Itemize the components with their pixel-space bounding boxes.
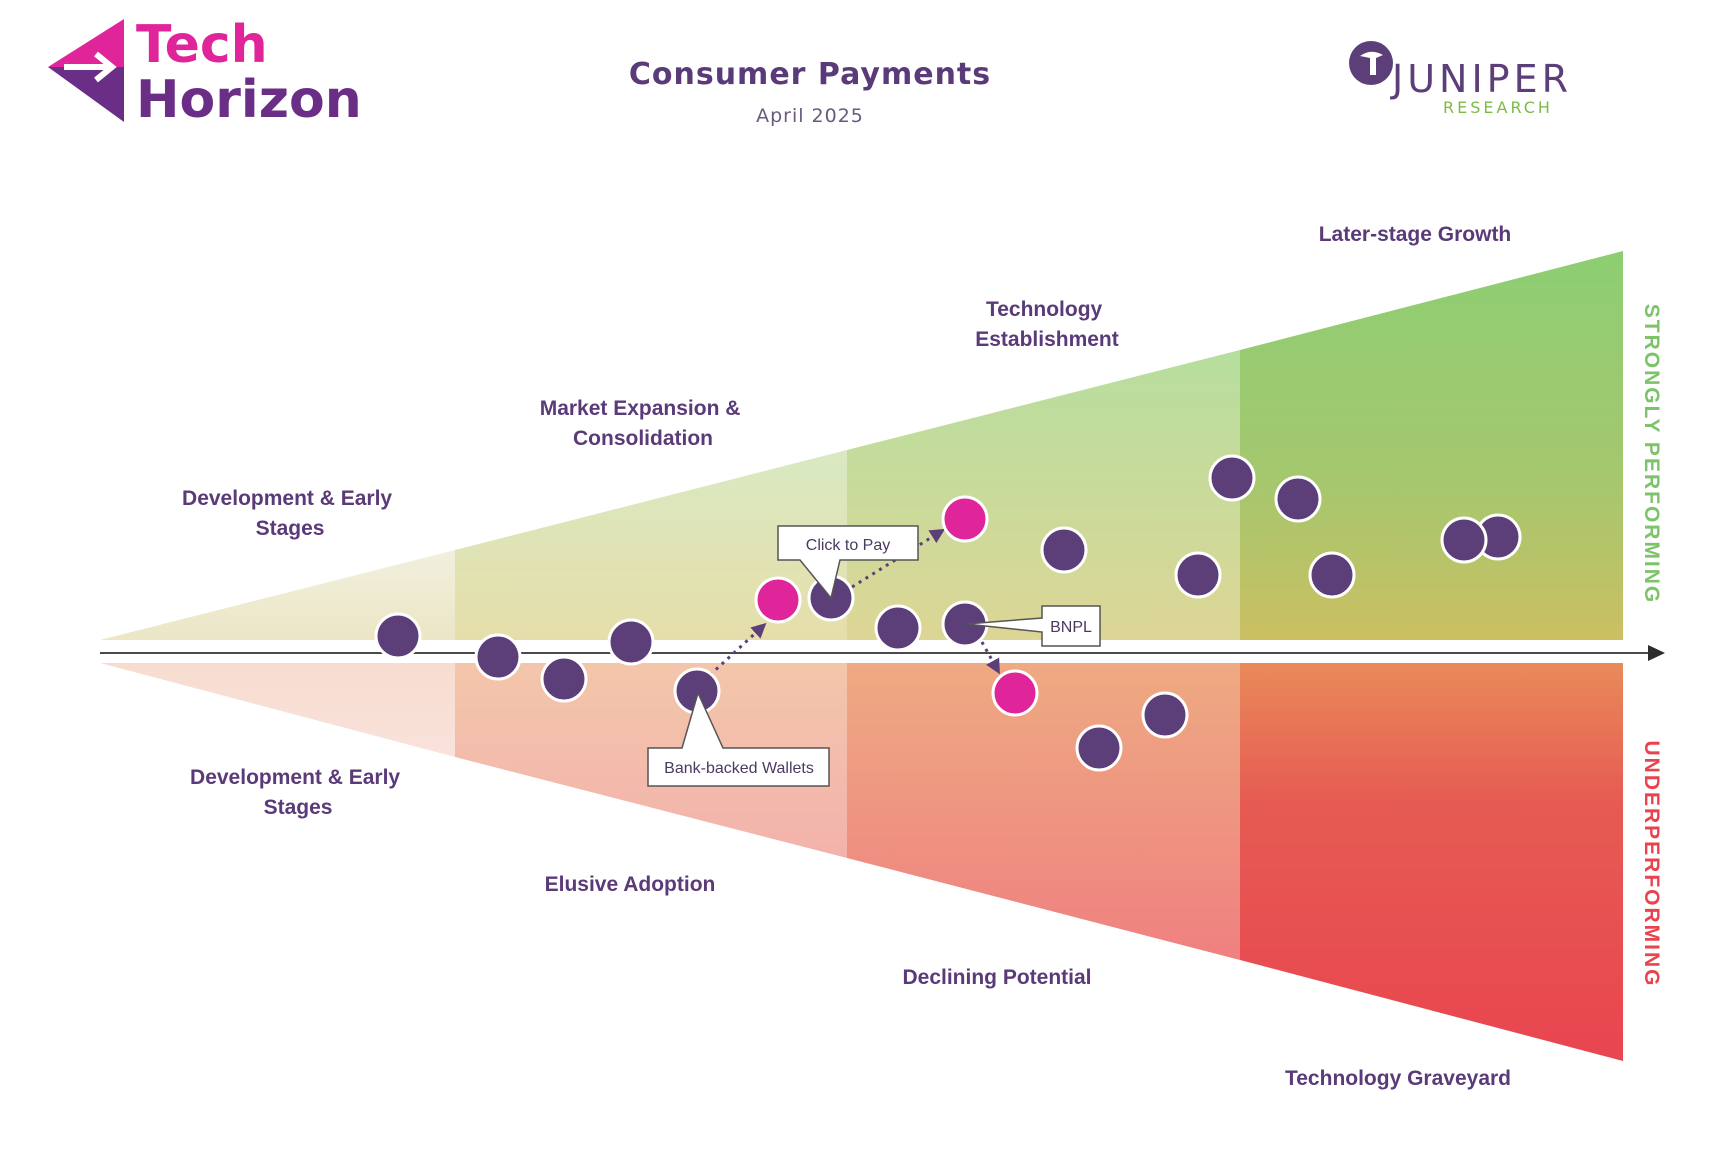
- technology-dot[interactable]: [1308, 551, 1356, 599]
- technology-dot[interactable]: [1141, 691, 1189, 739]
- technology-dot-bnpl-target[interactable]: [991, 669, 1039, 717]
- zone-label-tech-establishment: Technology Establishment: [975, 298, 1119, 351]
- callout-bnpl-label: BNPL: [1050, 619, 1092, 636]
- technology-dot[interactable]: [540, 655, 588, 703]
- technology-dot[interactable]: [607, 618, 655, 666]
- callout-bank-backed-wallets[interactable]: Bank-backed Wallets: [647, 690, 830, 787]
- juniper-logo-icon: [1349, 41, 1393, 85]
- callout-bank-backed-wallets-label: Bank-backed Wallets: [664, 760, 814, 777]
- lower-wedge: [100, 663, 1623, 1061]
- zone-label-tech-establishment-1: Technology: [986, 298, 1103, 321]
- side-label-underperforming: UNDERPERFORMING: [1640, 740, 1663, 987]
- technology-dot[interactable]: [1274, 475, 1322, 523]
- zone-label-dev-upper-2: Stages: [256, 517, 325, 540]
- partner-sub: RESEARCH: [1443, 98, 1553, 117]
- technology-dot[interactable]: [1040, 526, 1088, 574]
- technology-dot-bank-backed-wallets-target[interactable]: [754, 576, 802, 624]
- technology-dot[interactable]: [874, 604, 922, 652]
- zone-label-graveyard: Technology Graveyard: [1285, 1067, 1511, 1090]
- technology-dot[interactable]: [474, 633, 522, 681]
- technology-dots: [374, 454, 1522, 772]
- horizontal-axis: [100, 645, 1665, 661]
- page-subtitle: April 2025: [756, 105, 864, 127]
- technology-dot[interactable]: [1440, 516, 1488, 564]
- zone-label-tech-establishment-2: Establishment: [975, 328, 1119, 351]
- movement-arrow-click-to-pay: [851, 528, 946, 589]
- zone-label-market-expansion-1: Market Expansion &: [540, 397, 741, 420]
- callout-bnpl[interactable]: BNPL: [965, 605, 1101, 647]
- technology-dot[interactable]: [374, 612, 422, 660]
- movement-arrow-bnpl: [976, 634, 1000, 675]
- zone-upper-3: [847, 350, 1240, 640]
- zone-upper-2: [455, 450, 847, 640]
- upper-wedge: [100, 251, 1623, 640]
- technology-dot-click-to-pay-target[interactable]: [941, 495, 989, 543]
- juniper-research-logo: JUNIPER RESEARCH: [1349, 41, 1572, 117]
- zone-label-dev-lower: Development & Early Stages: [190, 766, 406, 819]
- zone-label-declining: Declining Potential: [902, 966, 1091, 989]
- side-label-strongly-performing: STRONGLY PERFORMING: [1640, 304, 1663, 605]
- technology-dot[interactable]: [1075, 724, 1123, 772]
- brand-line-2: Horizon: [136, 70, 362, 130]
- zone-label-later-stage: Later-stage Growth: [1319, 223, 1512, 246]
- technology-dot[interactable]: [1208, 454, 1256, 502]
- zone-lower-4: [1240, 663, 1623, 1061]
- movement-arrow-bank-wallets: [708, 622, 767, 677]
- arrow-logo-icon: [48, 19, 124, 122]
- movement-arrows: [708, 528, 1000, 677]
- zone-label-market-expansion-2: Consolidation: [573, 427, 713, 450]
- brand-line-1: Tech: [136, 15, 268, 75]
- page-title: Consumer Payments: [629, 57, 991, 92]
- zone-labels: Development & Early Stages Market Expans…: [182, 223, 1511, 1090]
- technology-dot[interactable]: [1174, 551, 1222, 599]
- zone-label-elusive: Elusive Adoption: [545, 873, 716, 896]
- zone-lower-3: [847, 663, 1240, 960]
- zone-label-dev-lower-1: Development & Early: [190, 766, 400, 789]
- partner-name: JUNIPER: [1390, 57, 1572, 101]
- zone-upper-1: [100, 550, 455, 640]
- zone-label-market-expansion: Market Expansion & Consolidation: [540, 397, 747, 450]
- zone-lower-1: [100, 663, 455, 757]
- zone-label-dev-lower-2: Stages: [264, 796, 333, 819]
- zone-upper-4: [1240, 251, 1623, 640]
- callout-click-to-pay[interactable]: Click to Pay: [777, 525, 919, 600]
- axis-arrow-icon: [1648, 645, 1665, 661]
- zone-label-dev-upper-1: Development & Early: [182, 487, 392, 510]
- zone-label-dev-upper: Development & Early Stages: [182, 487, 398, 540]
- callout-click-to-pay-label: Click to Pay: [806, 537, 890, 554]
- tech-horizon-logo: Tech Horizon: [48, 15, 362, 130]
